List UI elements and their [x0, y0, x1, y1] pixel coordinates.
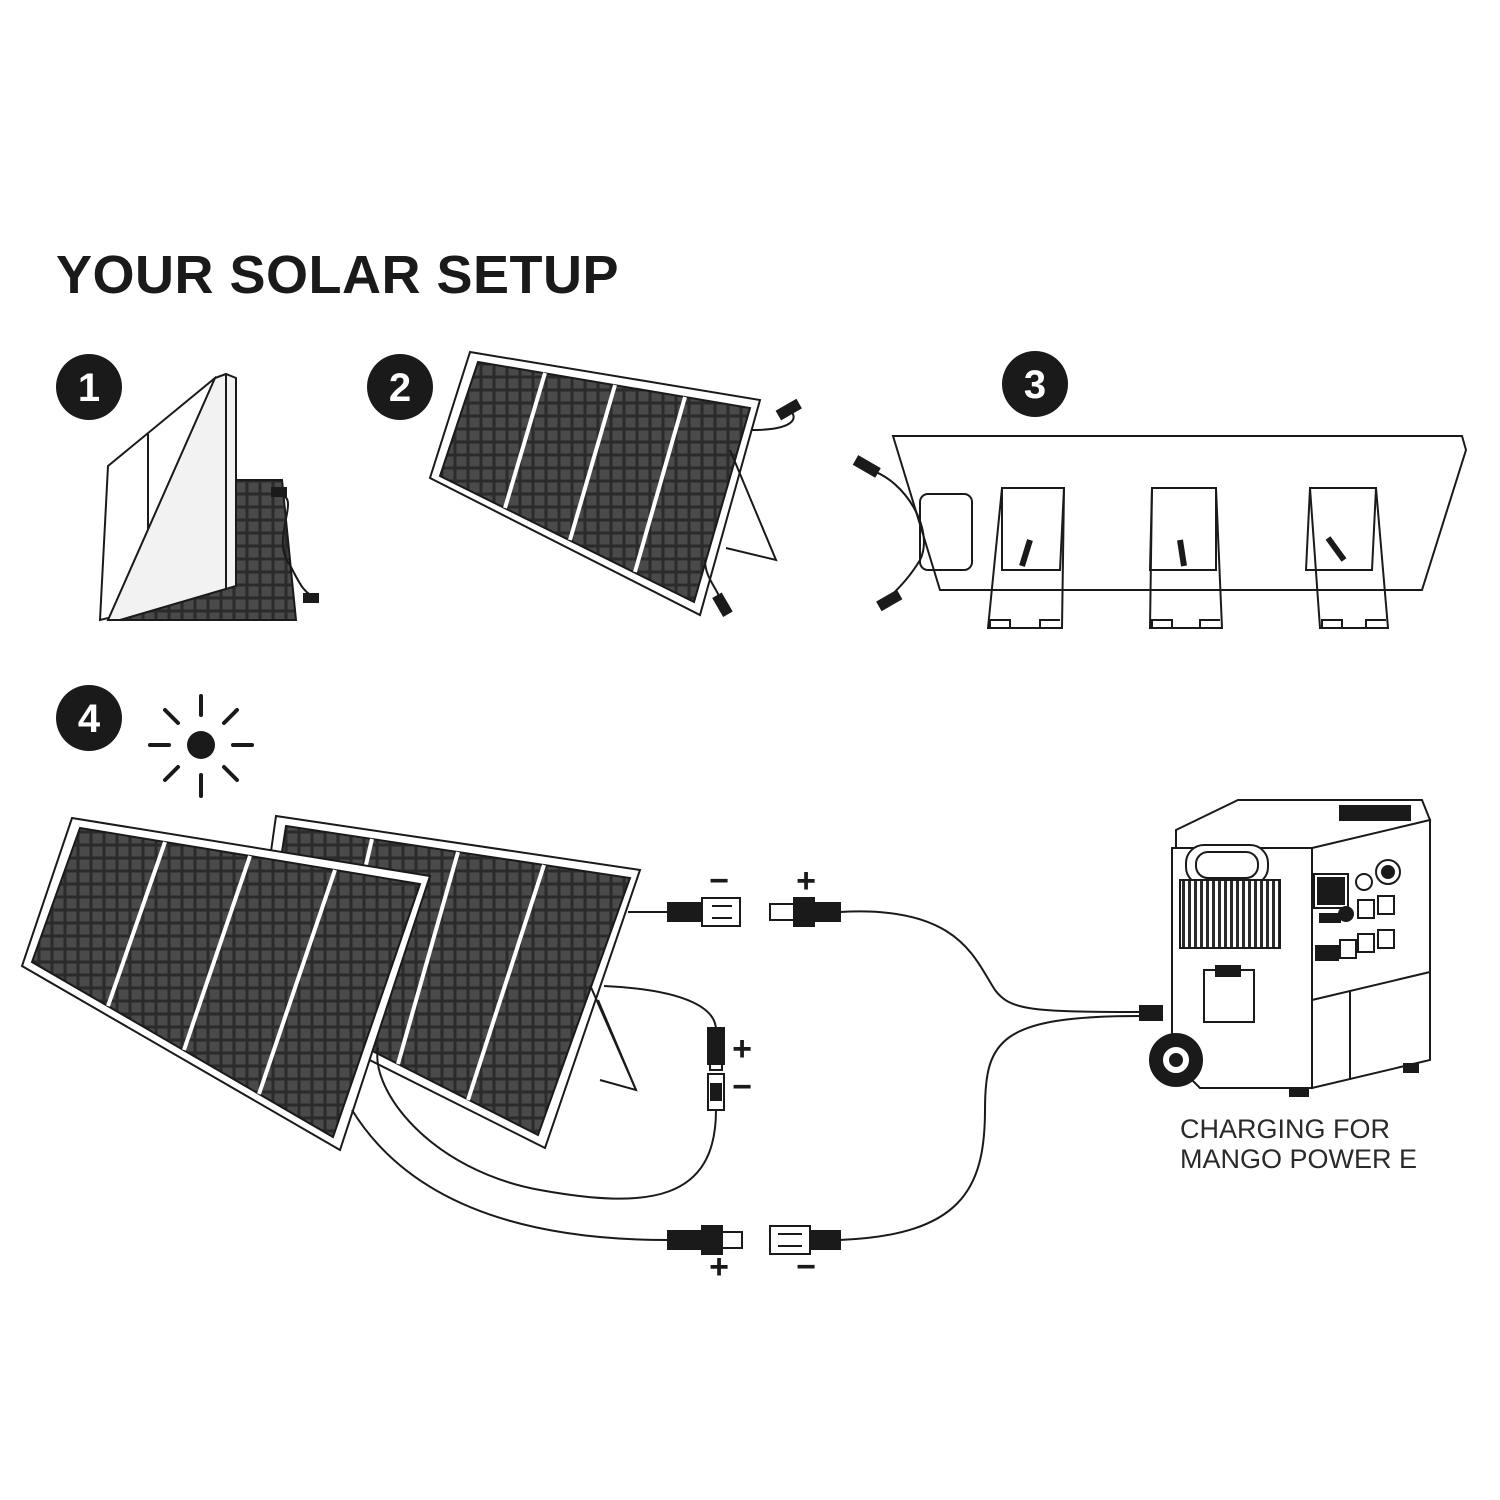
wiring	[351, 910, 1141, 1241]
folded-panel-illustration	[98, 372, 319, 622]
step-4-badge: 4	[56, 685, 122, 751]
solar-panel-icon	[20, 816, 432, 1152]
step-2-badge: 2	[367, 354, 433, 420]
page-title: YOUR SOLAR SETUP	[56, 245, 620, 305]
label-plus-middle: +	[732, 1030, 752, 1068]
caption-line-1: CHARGING FOR	[1180, 1114, 1391, 1144]
polarity-labels: − + + − + −	[709, 862, 816, 1286]
sun-icon	[148, 694, 254, 798]
step-2-number: 2	[389, 366, 411, 410]
label-plus-bottom-left: +	[709, 1248, 729, 1286]
label-minus-bottom-right: −	[796, 1248, 816, 1286]
step-4-number: 4	[78, 697, 101, 741]
unfolded-panel-illustration	[428, 350, 802, 618]
caption-line-2: MANGO POWER E	[1180, 1144, 1418, 1174]
step-3-number: 3	[1024, 363, 1046, 407]
step-1-number: 1	[78, 366, 100, 410]
power-station-icon	[1149, 799, 1432, 1097]
panel-back-illustration	[852, 435, 1468, 629]
power-station-caption: CHARGING FOR MANGO POWER E	[1180, 1114, 1417, 1174]
step-3-badge: 3	[1002, 351, 1068, 417]
label-minus-top-left: −	[709, 862, 729, 900]
label-minus-middle: −	[732, 1068, 752, 1106]
step-1-badge: 1	[56, 354, 122, 420]
mc4-connector-icon	[667, 897, 1163, 1255]
label-plus-top-right: +	[796, 862, 816, 900]
